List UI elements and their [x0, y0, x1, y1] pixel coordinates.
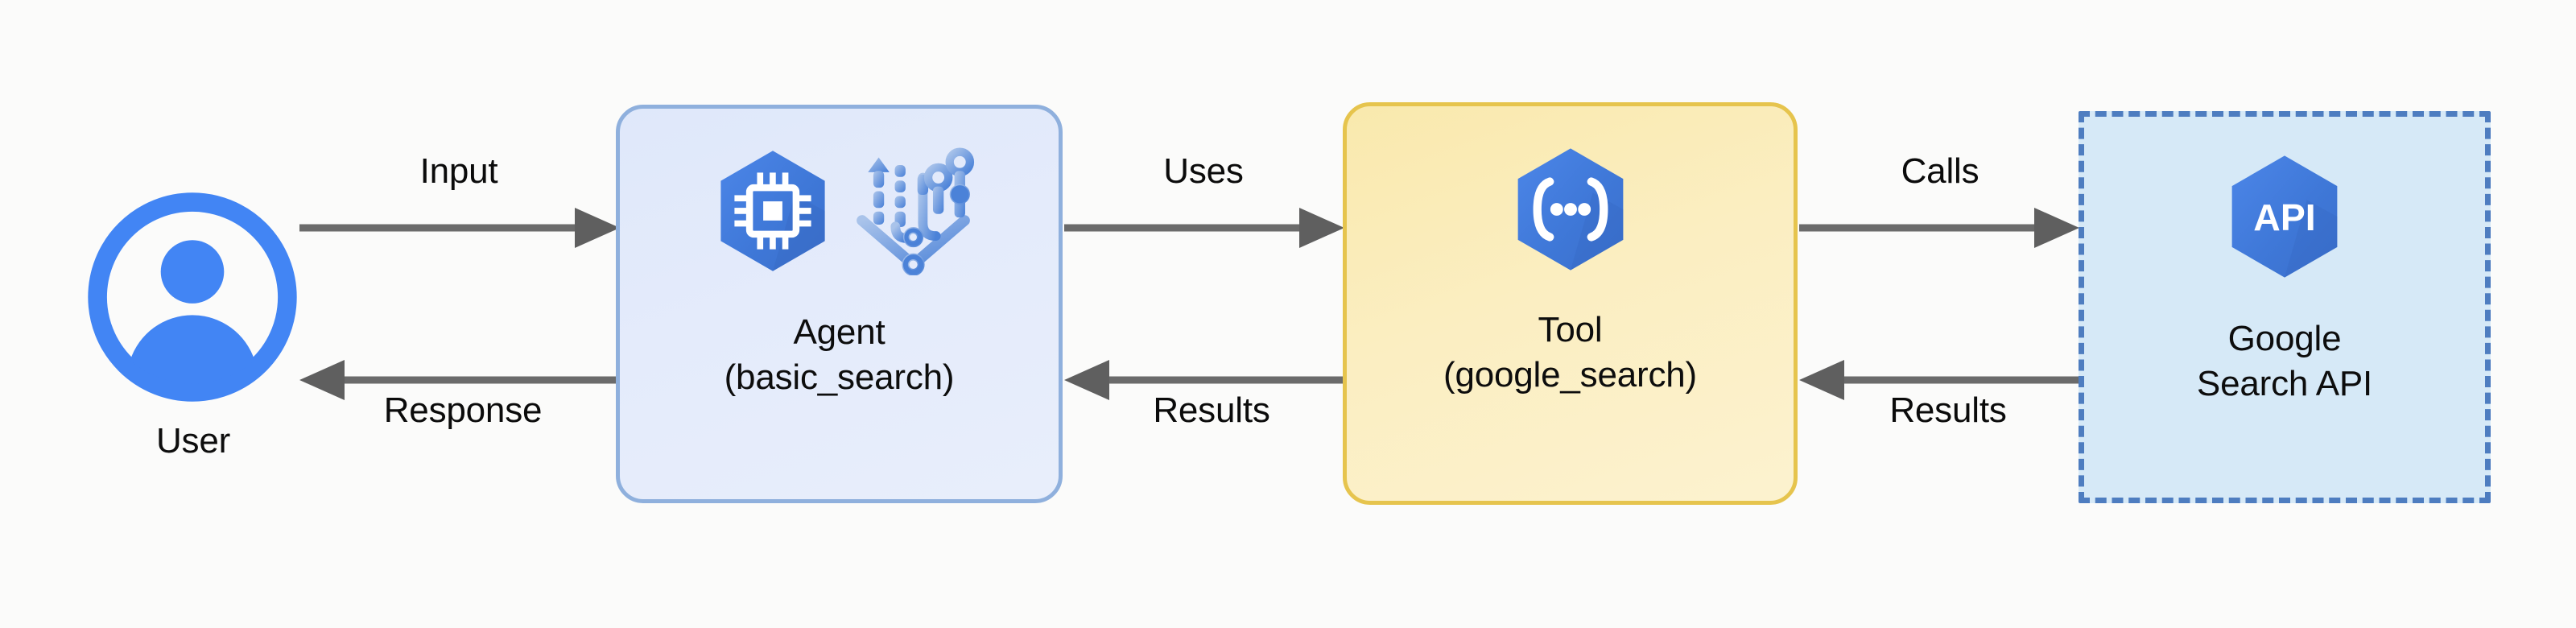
arrow-agent-to-user	[299, 359, 620, 401]
agent-node[interactable]: Agent (basic_search)	[616, 105, 1063, 503]
tool-node[interactable]: Tool (google_search)	[1343, 102, 1798, 505]
api-hexagon-icon: API	[2231, 155, 2338, 278]
arrow-agent-to-tool	[1064, 207, 1344, 249]
arrow-label-uses: Uses	[1163, 151, 1244, 191]
arrow-tool-to-agent	[1064, 359, 1344, 401]
api-label-line1: Google	[2227, 319, 2342, 358]
cpu-hexagon-icon	[720, 151, 825, 271]
agent-label-line2: (basic_search)	[724, 357, 955, 397]
tool-label-line1: Tool	[1538, 310, 1603, 349]
api-label-line2: Search API	[2196, 364, 2373, 403]
arrow-api-to-tool	[1799, 359, 2079, 401]
user-avatar-icon	[88, 192, 297, 402]
api-icon-group: API	[2215, 147, 2354, 290]
tool-icon-group	[1501, 140, 1640, 283]
arrow-tool-to-api	[1799, 207, 2079, 249]
user-avatar	[87, 192, 298, 403]
arrow-label-results-api: Results	[1889, 390, 2007, 430]
arrow-label-results-tool: Results	[1153, 390, 1270, 430]
api-hexagon-text: API	[2253, 196, 2315, 238]
tool-label-line2: (google_search)	[1443, 355, 1697, 395]
agent-icon-group	[704, 143, 975, 279]
google-search-api-node[interactable]: API Google Search API	[2079, 111, 2491, 503]
arrow-label-response: Response	[383, 390, 543, 430]
function-brackets-hexagon-icon	[1517, 148, 1623, 271]
agent-label-line1: Agent	[793, 312, 886, 352]
user-label: User	[155, 421, 231, 461]
arrow-label-input: Input	[419, 151, 498, 191]
arrow-user-to-agent	[299, 207, 620, 249]
arrow-label-calls: Calls	[1901, 151, 1979, 191]
ai-pipeline-icon	[856, 147, 974, 275]
